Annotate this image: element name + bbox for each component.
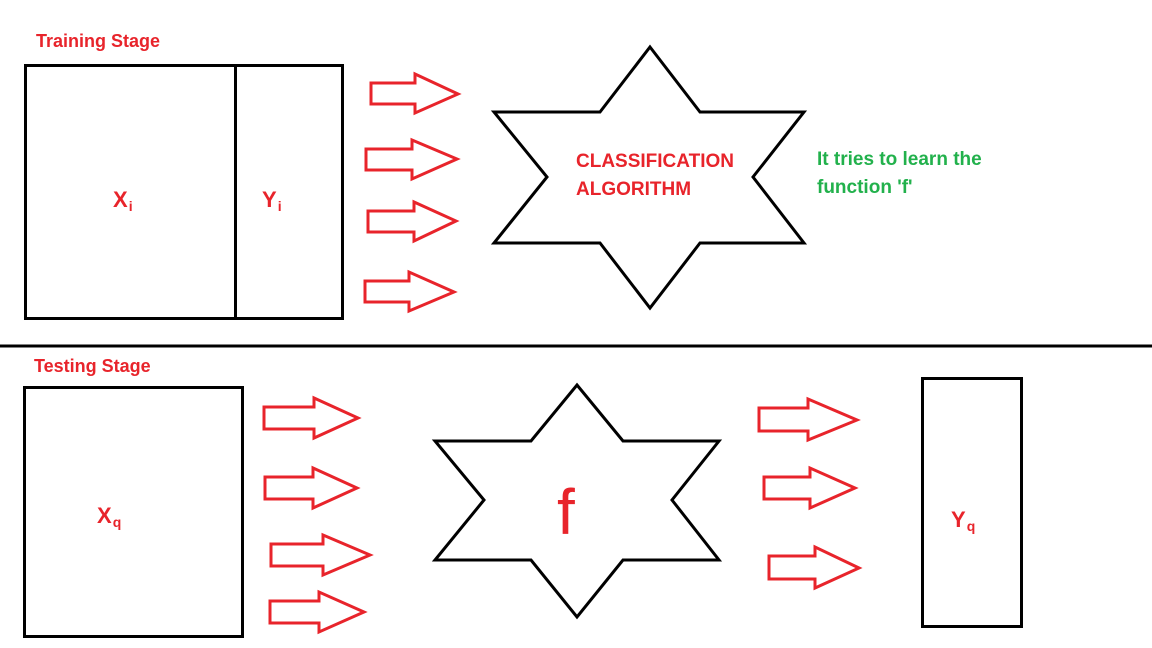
training-stage-label: Training Stage	[36, 31, 161, 51]
note-line-1: It tries to learn the	[817, 149, 982, 170]
testing-input-arrow	[268, 589, 368, 635]
training-arrow	[363, 269, 458, 314]
training-arrow	[364, 137, 461, 182]
xi-subscript: i	[128, 198, 133, 214]
testing-yq-label: Yq	[951, 507, 976, 534]
xq-var: X	[97, 503, 112, 528]
testing-output-arrow	[762, 465, 859, 511]
testing-input-arrow	[269, 532, 374, 578]
testing-output-arrows	[757, 396, 863, 591]
yq-subscript: q	[966, 518, 976, 534]
training-arrow	[366, 199, 460, 244]
training-arrows	[363, 71, 462, 314]
algorithm-line-2: ALGORITHM	[576, 179, 692, 200]
yi-subscript: i	[277, 198, 282, 214]
testing-stage-label: Testing Stage	[34, 356, 151, 376]
training-yi-label: Yi	[262, 187, 282, 214]
training-arrow	[369, 71, 462, 116]
testing-input-arrow	[263, 465, 361, 511]
yi-var: Y	[262, 187, 277, 212]
function-f-label: f	[557, 476, 575, 548]
testing-input-arrow	[262, 395, 362, 441]
testing-output-arrow	[767, 544, 863, 591]
algorithm-line-1: CLASSIFICATION	[576, 151, 734, 172]
learn-function-note: It tries to learn the function 'f'	[817, 146, 982, 202]
testing-xq-box	[23, 386, 244, 638]
function-star	[431, 382, 723, 620]
training-xi-box	[24, 64, 237, 320]
xq-subscript: q	[112, 514, 122, 530]
xi-var: X	[113, 187, 128, 212]
note-line-2: function 'f'	[817, 177, 913, 198]
testing-input-arrows	[262, 395, 374, 635]
classification-algorithm-star	[490, 44, 808, 311]
yq-var: Y	[951, 507, 966, 532]
training-xi-label: Xi	[113, 187, 133, 214]
classification-algorithm-label: CLASSIFICATION ALGORITHM	[576, 148, 734, 204]
training-yi-box	[234, 64, 344, 320]
testing-output-arrow	[757, 396, 861, 443]
testing-xq-label: Xq	[97, 503, 122, 530]
testing-yq-box	[921, 377, 1023, 628]
